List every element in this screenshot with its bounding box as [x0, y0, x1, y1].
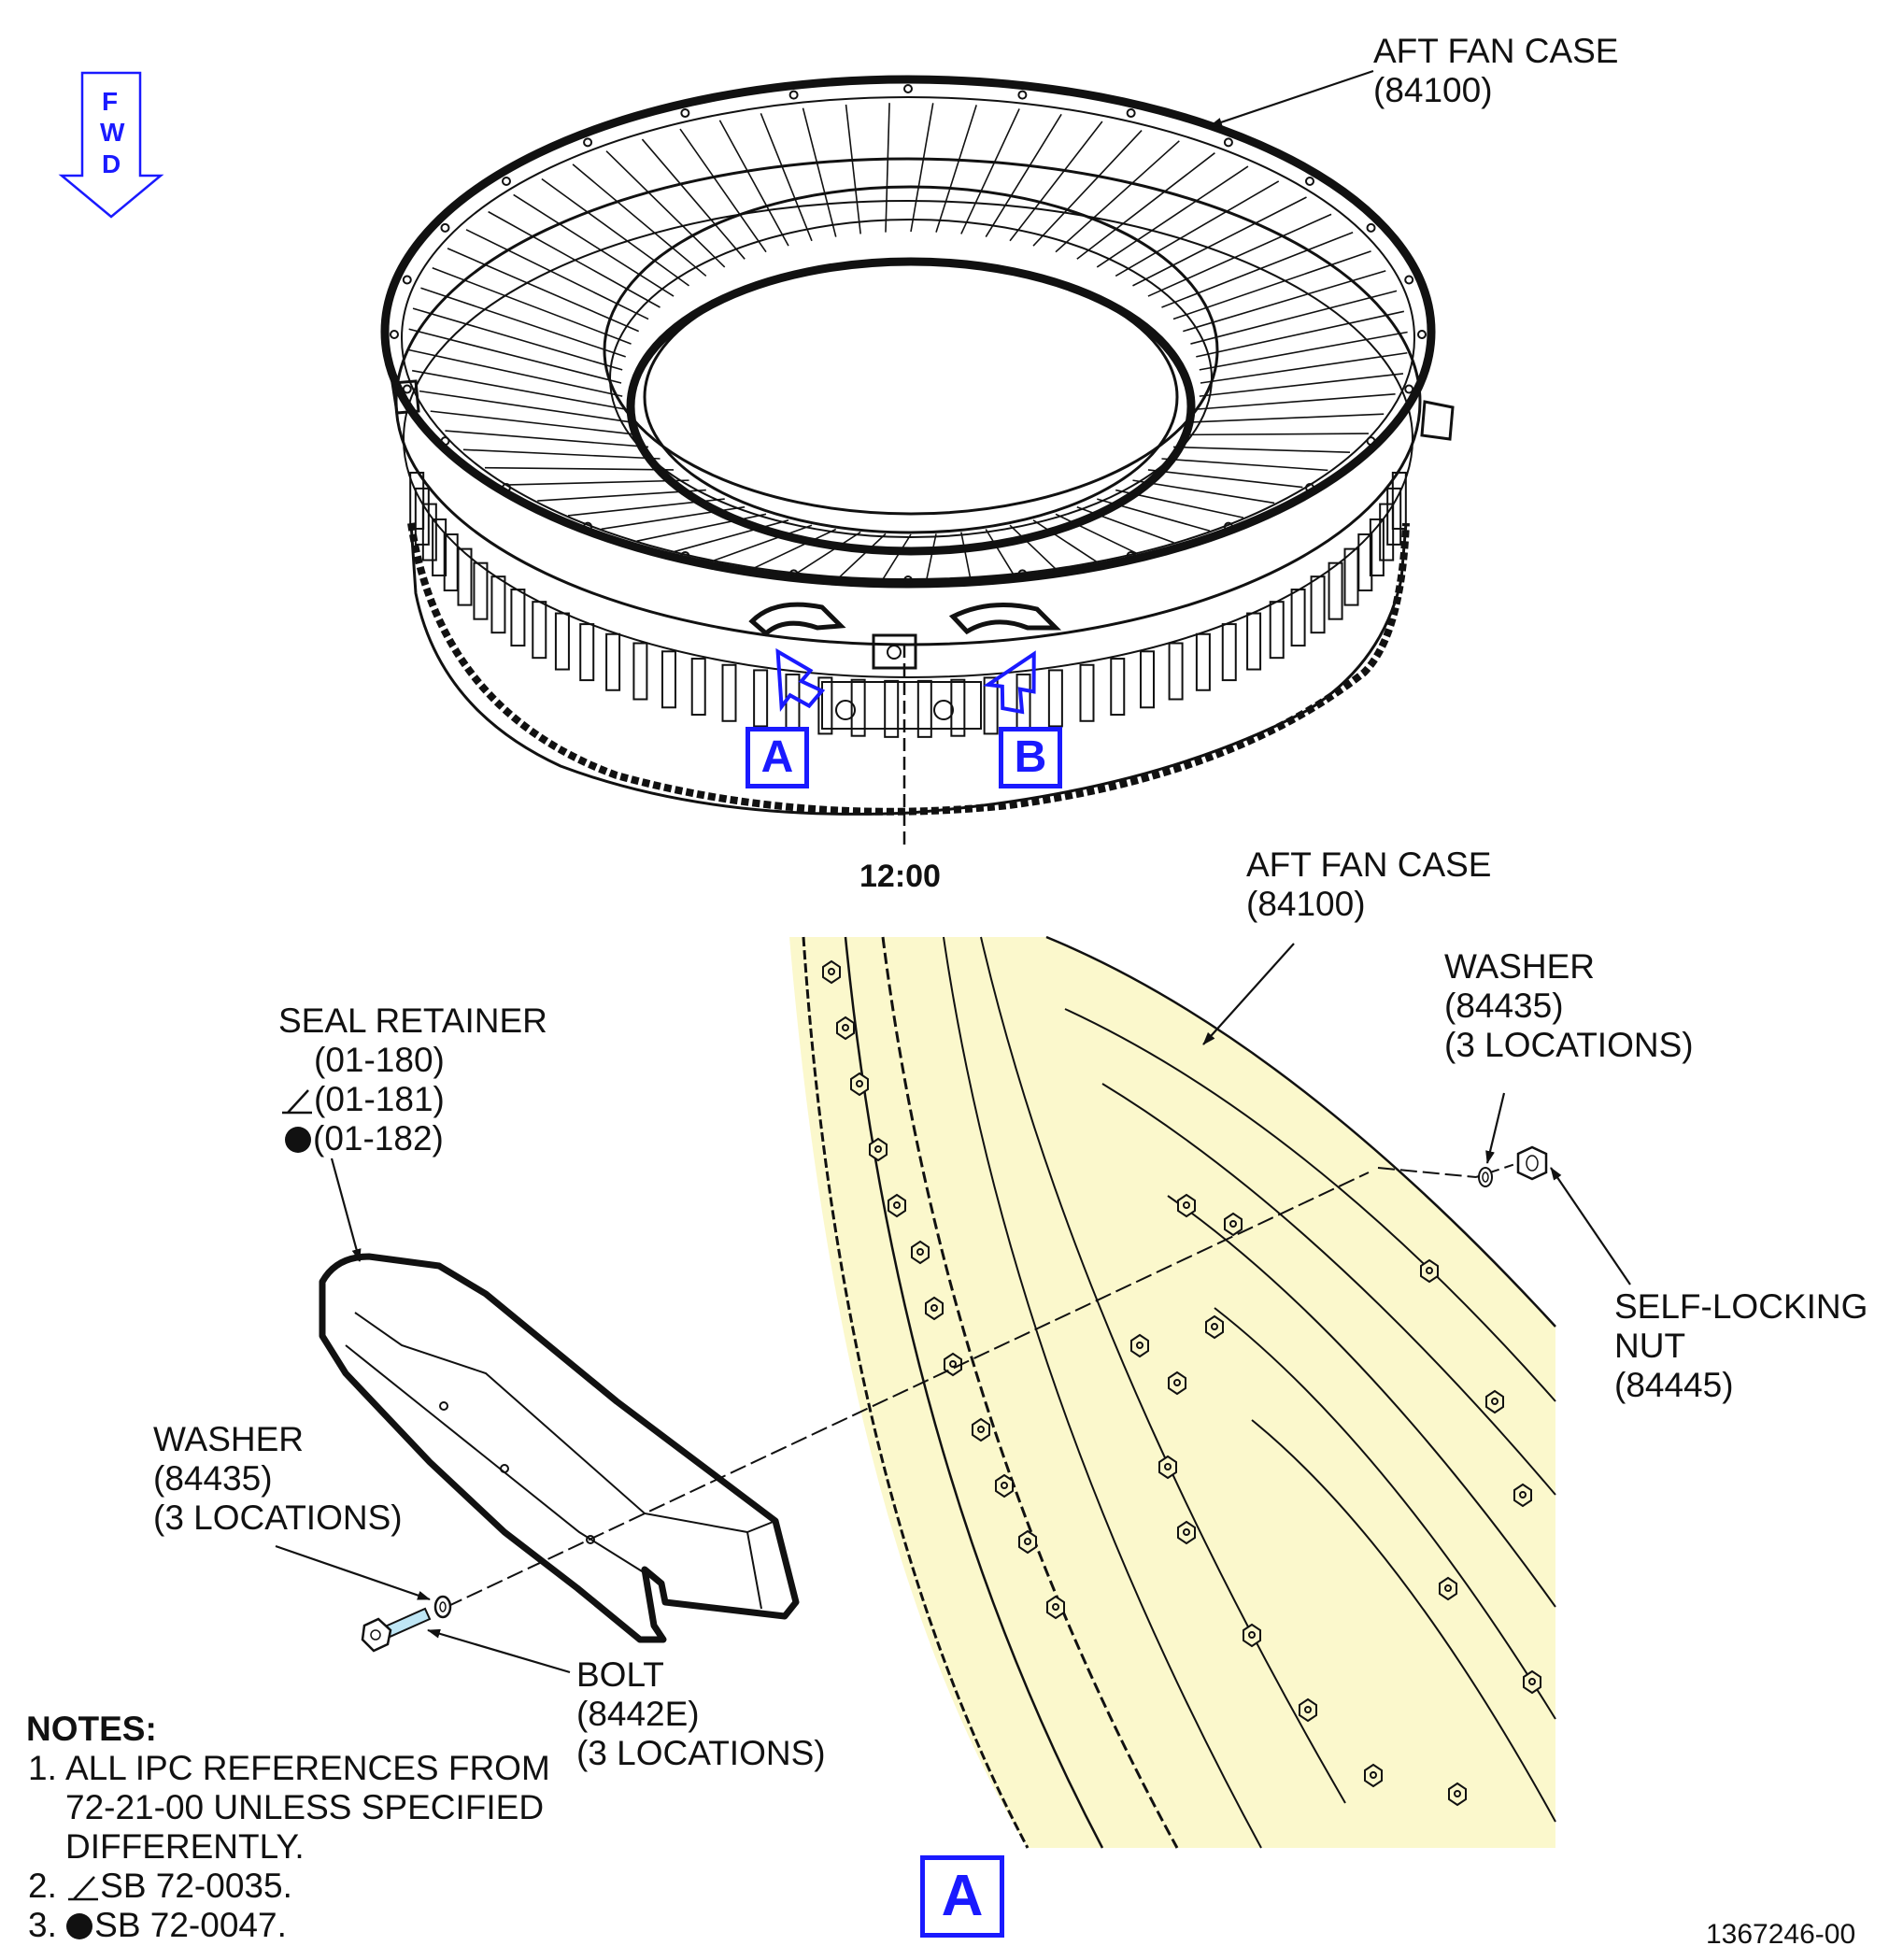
- service-bulletin-triangle-icon: [282, 1089, 312, 1115]
- clock-label: 12:00: [859, 859, 941, 894]
- note-2: 2. SB 72-0035.: [28, 1867, 292, 1905]
- leader-bolt: [427, 1628, 571, 1674]
- top-case-ref: (84100): [1373, 71, 1493, 109]
- seal-retainer-ref-3-row: (01-182): [285, 1119, 444, 1158]
- leader-seal-retainer: [330, 1158, 362, 1262]
- view-marker-a[interactable]: A: [746, 727, 809, 788]
- detail-case-label: AFT FAN CASE: [1246, 845, 1492, 884]
- notes-heading: NOTES:: [26, 1710, 157, 1748]
- leader-detail-case: [1202, 943, 1295, 1045]
- service-bulletin-dot-icon: [66, 1913, 93, 1939]
- washer-right-ref: (84435): [1444, 987, 1564, 1025]
- detail-view-label: A: [920, 1855, 1004, 1938]
- fwd-arrow-icon: [58, 71, 164, 219]
- view-b-arrow-icon: [983, 650, 1036, 715]
- seal-retainer-ref-2: (01-181): [314, 1080, 445, 1118]
- note-1-line-2: 72-21-00 UNLESS SPECIFIED: [65, 1788, 545, 1826]
- leader-washer-right: [1485, 1092, 1506, 1164]
- aft-fan-case-drawing: [380, 75, 1455, 816]
- service-bulletin-triangle-icon: [68, 1876, 99, 1901]
- bolt-label: BOLT: [576, 1655, 664, 1694]
- bolt-ref: (8442E): [576, 1695, 700, 1733]
- leader-washer-left: [275, 1544, 431, 1601]
- self-locking-nut-drawing: [1516, 1145, 1548, 1181]
- service-bulletin-dot-icon: [285, 1127, 311, 1153]
- bolt-qty: (3 LOCATIONS): [576, 1734, 826, 1772]
- note-1-line-3: DIFFERENTLY.: [65, 1827, 305, 1866]
- detail-a-drawing: [789, 935, 1556, 1849]
- seal-retainer-ref-3: (01-182): [313, 1119, 444, 1158]
- note-1-line-1: ALL IPC REFERENCES FROM: [65, 1749, 550, 1787]
- seal-retainer-label: SEAL RETAINER: [278, 1001, 547, 1040]
- fwd-letter-w: W: [100, 118, 125, 147]
- leader-top-case: [1209, 69, 1374, 128]
- assembly-axis-line-2: [1377, 1167, 1477, 1178]
- view-a-arrow-icon: [775, 647, 826, 712]
- washer-right-qty: (3 LOCATIONS): [1444, 1026, 1694, 1064]
- note-2-text: SB 72-0035.: [100, 1867, 292, 1905]
- note-3-number: 3.: [28, 1906, 57, 1944]
- fwd-letter-f: F: [102, 87, 119, 116]
- top-case-label: AFT FAN CASE: [1373, 32, 1619, 70]
- nut-ref: (84445): [1614, 1366, 1734, 1404]
- seal-retainer-drawing: [319, 1253, 800, 1643]
- note-3: 3. SB 72-0047.: [28, 1906, 287, 1944]
- washer-left-label: WASHER: [153, 1420, 305, 1458]
- nut-label-1: SELF-LOCKING: [1614, 1287, 1868, 1326]
- washer-right-label: WASHER: [1444, 947, 1596, 986]
- leader-nut: [1550, 1167, 1631, 1285]
- seal-retainer-ref-2-row: (01-181): [280, 1080, 445, 1118]
- nut-label-2: NUT: [1614, 1327, 1686, 1365]
- detail-case-ref: (84100): [1246, 885, 1366, 923]
- washer-right-drawing: [1478, 1167, 1493, 1187]
- figure-number: 1367246-00: [1706, 1919, 1856, 1950]
- note-1-number: 1.: [28, 1749, 57, 1787]
- assembly-axis-line: [446, 1172, 1370, 1608]
- note-3-text: SB 72-0047.: [94, 1906, 287, 1944]
- note-2-number: 2.: [28, 1867, 57, 1905]
- view-marker-b[interactable]: B: [999, 727, 1062, 788]
- fwd-letter-d: D: [102, 149, 121, 178]
- bolt-drawing: [361, 1607, 432, 1653]
- washer-left-ref: (84435): [153, 1459, 273, 1498]
- seal-retainer-ref-1: (01-180): [314, 1041, 445, 1079]
- washer-left-qty: (3 LOCATIONS): [153, 1498, 403, 1537]
- washer-left-drawing: [433, 1595, 452, 1619]
